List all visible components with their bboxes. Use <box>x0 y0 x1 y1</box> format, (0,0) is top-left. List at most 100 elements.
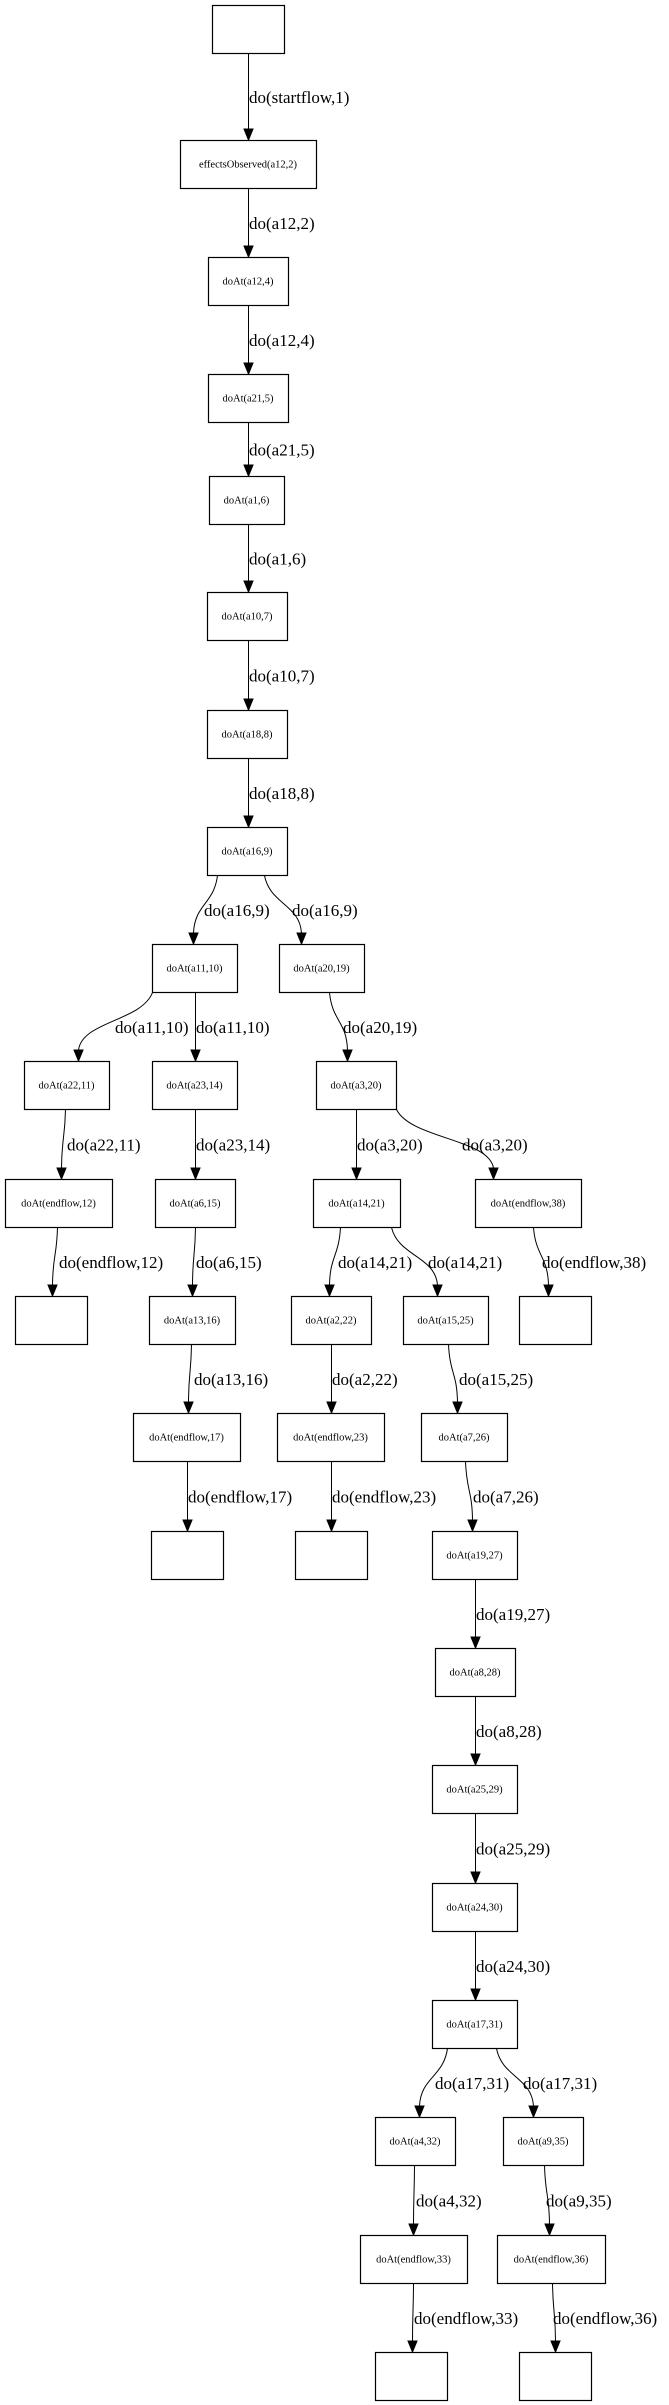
arrowhead-icon <box>470 1988 481 2002</box>
edge-label: do(a2,22) <box>332 1370 398 1389</box>
edge-line <box>264 875 302 934</box>
graph-node: doAt(a25,29) <box>431 1764 519 1815</box>
arrowhead-icon <box>432 1284 443 1298</box>
edge-line <box>465 1461 473 1521</box>
edge-label: do(a24,30) <box>476 1957 550 1976</box>
node-box <box>151 943 239 994</box>
node-box <box>315 1060 398 1111</box>
node-box <box>502 2116 585 2167</box>
arrowhead-icon <box>187 1284 198 1298</box>
node-box <box>132 1412 242 1463</box>
graph-edge: do(endflow,17) <box>182 1461 292 1533</box>
graph-edge: do(a19,27) <box>470 1579 550 1650</box>
edges-layer: do(startflow,1)do(a12,2)do(a12,4)do(a21,… <box>47 53 657 2354</box>
arrowhead-icon <box>528 2105 539 2119</box>
graph-node: doAt(endflow,23) <box>276 1412 386 1463</box>
node-label: doAt(endflow,38) <box>491 1198 566 1209</box>
edge-line <box>419 2048 448 2107</box>
graph-edge: do(a22,11) <box>56 1109 141 1181</box>
graph-node: doAt(endflow,38) <box>474 1178 583 1229</box>
graph-edge: do(a24,30) <box>470 1931 550 2002</box>
node-box <box>207 256 290 307</box>
node-box <box>179 139 318 190</box>
edge-label: do(a3,20) <box>357 1135 423 1154</box>
graph-node: doAt(a4,32) <box>374 2116 457 2167</box>
graph-node: doAt(a14,21) <box>312 1178 402 1229</box>
edge-label: do(a11,10) <box>196 1018 270 1037</box>
node-label: doAt(endflow,17) <box>149 1432 224 1443</box>
edge-line <box>78 992 153 1051</box>
edge-label: do(endflow,12) <box>59 1253 163 1272</box>
edge-label: do(endflow,17) <box>188 1487 292 1506</box>
node-box <box>207 373 290 424</box>
graph-edge: do(a7,26) <box>465 1461 539 1533</box>
edge-label: do(a10,7) <box>249 666 315 685</box>
edge-label: do(a4,32) <box>416 2191 482 2210</box>
node-box <box>431 1764 519 1815</box>
edge-line <box>61 1109 66 1169</box>
edge-label: do(startflow,1) <box>249 88 349 107</box>
edge-line <box>192 1227 196 1286</box>
graph-node: doAt(a9,35) <box>502 2116 585 2167</box>
graph-edge: do(a3,20) <box>351 1109 423 1181</box>
node-box <box>14 1295 89 1346</box>
arrowhead-icon <box>467 1519 478 1533</box>
node-box <box>374 2116 457 2167</box>
graph-edge: do(a16,9) <box>188 875 270 946</box>
node-box <box>211 4 286 55</box>
edge-line <box>544 2165 550 2225</box>
node-label: doAt(a24,30) <box>446 1902 503 1913</box>
graph-node: doAt(a3,20) <box>315 1060 398 1111</box>
arrowhead-icon <box>47 1284 58 1298</box>
graph-edge: do(a25,29) <box>470 1813 550 1885</box>
graph-edge: do(a2,22) <box>326 1344 398 1415</box>
edge-label: do(endflow,23) <box>332 1487 436 1506</box>
arrowhead-icon <box>470 1753 481 1767</box>
arrowhead-icon <box>296 932 307 946</box>
node-label: doAt(a22,11) <box>39 1080 95 1091</box>
node-label: doAt(a13,16) <box>164 1315 221 1326</box>
graph-node: doAt(a2,22) <box>290 1295 373 1346</box>
graph-edge: do(startflow,1) <box>243 53 349 142</box>
edge-label: do(a11,10) <box>115 1018 189 1037</box>
node-label: doAt(a21,5) <box>222 393 274 404</box>
graph-edge: do(a11,10) <box>190 992 270 1063</box>
edge-label: do(a20,19) <box>343 1018 417 1037</box>
graph-node: doAt(a11,10) <box>151 943 239 994</box>
arrowhead-icon <box>243 362 254 376</box>
terminal-node <box>374 2351 449 2402</box>
node-box <box>154 1178 237 1229</box>
graph-edge: do(a4,32) <box>408 2165 482 2237</box>
edge-line <box>413 2165 415 2225</box>
graph-edge: do(endflow,36) <box>550 2283 657 2354</box>
arrowhead-icon <box>408 2223 419 2237</box>
graph-node: doAt(a10,7) <box>206 591 289 642</box>
arrowhead-icon <box>243 815 254 829</box>
edge-label: do(a9,35) <box>546 2191 612 2210</box>
graph-edge: do(endflow,12) <box>47 1227 163 1298</box>
terminal-node <box>211 4 286 55</box>
arrowhead-icon <box>488 1167 499 1181</box>
arrowhead-icon <box>470 1871 481 1885</box>
node-label: doAt(a3,20) <box>330 1080 382 1091</box>
graph-edge: do(endflow,38) <box>533 1227 646 1298</box>
arrowhead-icon <box>243 464 254 478</box>
graph-node: doAt(endflow,17) <box>132 1412 242 1463</box>
arrowhead-icon <box>243 245 254 259</box>
graph-node: doAt(a22,11) <box>23 1060 111 1111</box>
graph-node: doAt(a8,28) <box>434 1647 517 1698</box>
graph-node: doAt(a21,5) <box>207 373 290 424</box>
graph-edge: do(a20,19) <box>329 992 417 1063</box>
arrowhead-icon <box>452 1401 463 1415</box>
node-box <box>206 709 289 760</box>
edge-line <box>412 2283 414 2342</box>
edge-label: do(a22,11) <box>67 1135 141 1154</box>
graph-edge: do(a1,6) <box>243 524 306 594</box>
graph-edge: do(a12,2) <box>243 188 315 259</box>
edge-label: do(a13,16) <box>194 1370 268 1389</box>
node-label: doAt(a8,28) <box>449 1667 501 1678</box>
node-box <box>23 1060 111 1111</box>
graph-node: doAt(endflow,33) <box>359 2234 469 2285</box>
edge-line <box>496 2048 534 2107</box>
node-box <box>151 1060 239 1111</box>
